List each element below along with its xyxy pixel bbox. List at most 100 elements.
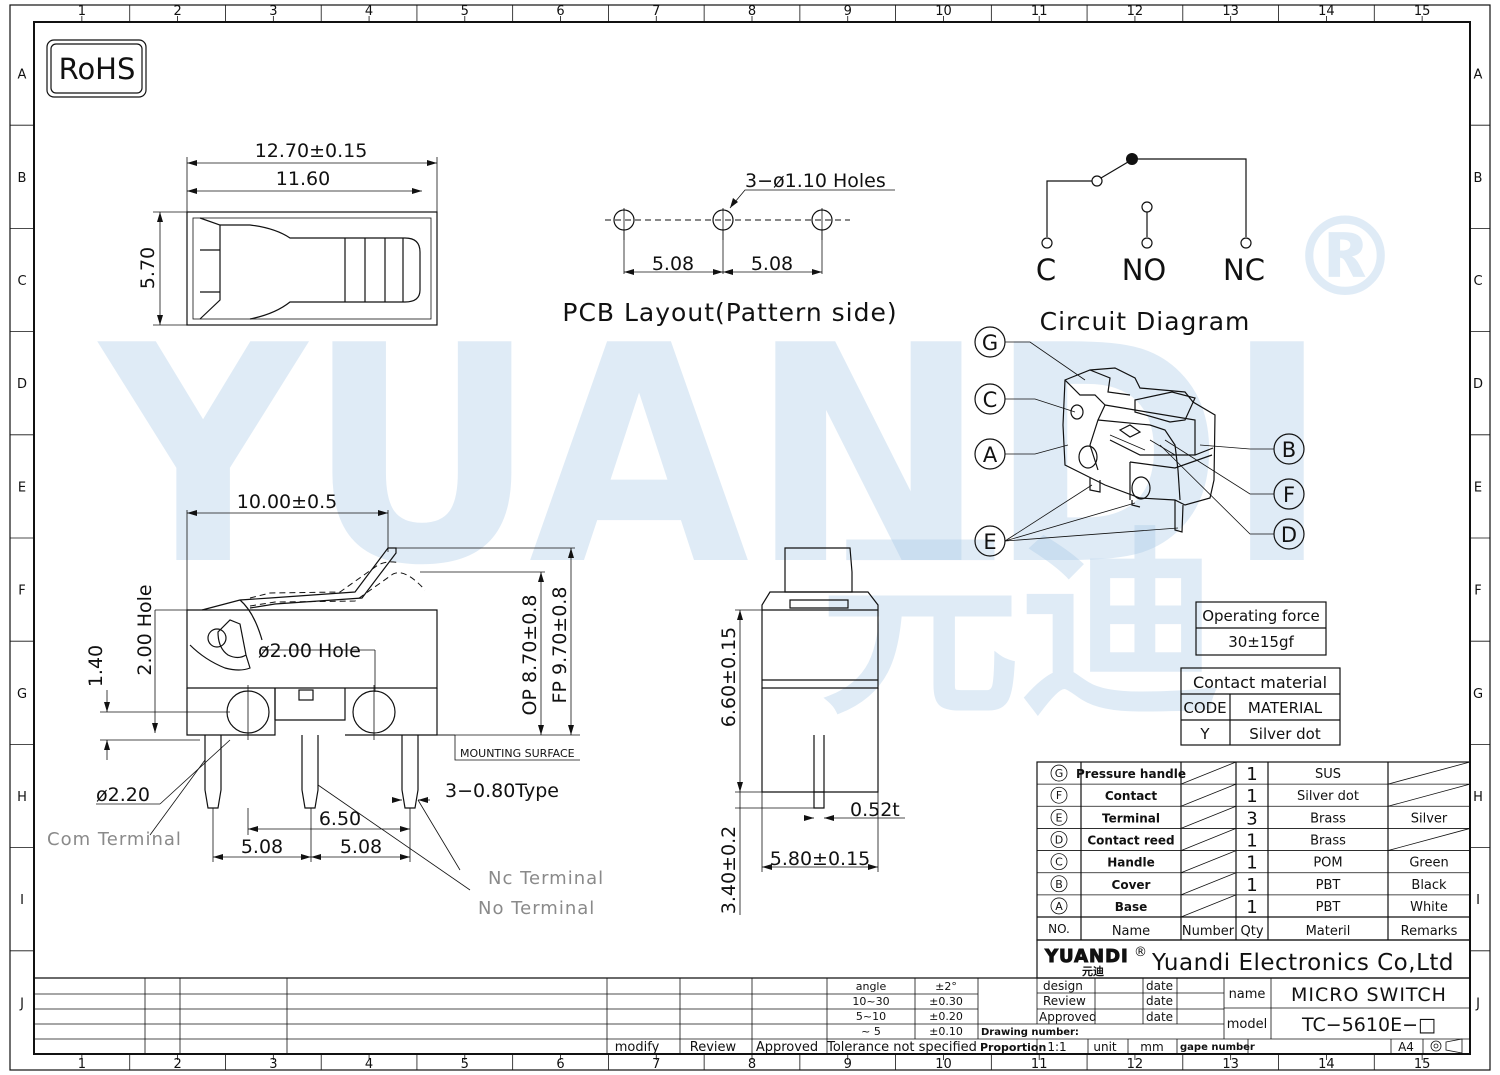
dim-3-40: 3.40±0.2: [718, 826, 740, 914]
grid-row-label: C: [17, 274, 26, 289]
bom-no: A: [1055, 900, 1063, 913]
bom-material: Brass: [1310, 811, 1346, 826]
contact-code-value: Y: [1199, 725, 1210, 743]
grid-col-label: 13: [1222, 1057, 1239, 1072]
watermark-chinese: 元迪: [820, 510, 1220, 743]
contact-material-table: Contact material CODE MATERIAL Y Silver …: [1180, 667, 1341, 746]
grid-col-label: 6: [556, 1057, 564, 1072]
callout-a: A: [983, 443, 998, 467]
bom-no: F: [1056, 789, 1062, 802]
grid-col-label: 4: [365, 1057, 373, 1072]
bom-name: Terminal: [1102, 811, 1160, 825]
grid-col-label: 7: [652, 4, 660, 19]
bom-name: Contact reed: [1087, 834, 1174, 848]
grid-col-label: 12: [1127, 1057, 1144, 1072]
isometric-view: [1062, 367, 1216, 533]
dim-free-position: FP 9.70±0.8: [549, 587, 571, 704]
grid-col-label: 1: [78, 4, 86, 19]
bom-header-material: Materil: [1306, 924, 1351, 939]
grid-row-label: J: [19, 996, 24, 1011]
grid-col-label: 7: [652, 1057, 660, 1072]
grid-col-label: 8: [748, 1057, 756, 1072]
mounting-surface-label: MOUNTING SURFACE: [460, 747, 575, 760]
grid-row-label: F: [18, 584, 25, 599]
grid-row-label: B: [18, 171, 27, 186]
bom-qty: 3: [1246, 808, 1257, 829]
grid-col-label: 13: [1222, 4, 1239, 19]
tb-drawing-number: Drawing number:: [981, 1027, 1079, 1038]
iso-callouts: G C A B F D E: [974, 326, 1305, 557]
dim-overall-length: 12.70±0.15: [255, 140, 368, 162]
grid-col-label: 9: [844, 4, 852, 19]
tb-review-date: date: [1146, 994, 1173, 1008]
bom-remarks: Green: [1409, 856, 1448, 871]
grid-col-label: 14: [1318, 1057, 1335, 1072]
tb-review: Review: [1043, 994, 1086, 1008]
tolerance-value: ±2°: [935, 980, 957, 993]
grid-col-label: 14: [1318, 4, 1335, 19]
front-view: 6.60±0.15 3.40±0.2 0.52t 5.80±0.15: [718, 547, 905, 915]
grid-col-label: 11: [1031, 1057, 1048, 1072]
dim-height: 5.70: [137, 247, 159, 289]
grid-row-label: H: [1473, 790, 1483, 805]
dim-pitch-left: 5.08: [241, 836, 283, 858]
bom-header-qty: Qty: [1240, 924, 1263, 939]
tolerance-range: ~ 5: [861, 1025, 881, 1038]
contact-material-title: Contact material: [1193, 673, 1327, 692]
grid-col-label: 11: [1031, 4, 1048, 19]
callout-g: G: [982, 331, 998, 355]
callout-f: F: [1283, 483, 1295, 507]
bom-name: Pressure handle: [1076, 767, 1186, 781]
company-logo: YUANDI: [1044, 946, 1129, 967]
company-logo-cn: 元迪: [1082, 964, 1104, 978]
dim-5-80: 5.80±0.15: [770, 848, 871, 870]
bom-header-remarks: Remarks: [1401, 924, 1458, 939]
bom-no-circle: [1050, 875, 1068, 893]
watermark-registered: ®: [1290, 193, 1400, 321]
bom-material: Silver dot: [1297, 789, 1359, 804]
grid-col-label: 10: [935, 4, 952, 19]
bom-material: SUS: [1315, 767, 1341, 782]
bom-no: C: [1055, 856, 1063, 869]
dim-lever-length: 10.00±0.5: [237, 491, 338, 513]
dim-hole-height: 2.00 Hole: [134, 584, 156, 675]
grid-row-label: E: [1474, 480, 1482, 495]
callout-b: B: [1282, 438, 1296, 462]
tolerance-range: 10~30: [852, 995, 889, 1008]
bom-no-circle: [1050, 764, 1068, 782]
circuit-label-no: NO: [1122, 253, 1167, 287]
dim-pitch-right: 5.08: [340, 836, 382, 858]
tb-name-value: MICRO SWITCH: [1291, 984, 1447, 1006]
bom-qty: 1: [1246, 897, 1257, 918]
company-block: YUANDI 元迪 ® Yuandi Electronics Co,Ltd: [1036, 939, 1471, 979]
contact-material-value: Silver dot: [1249, 725, 1321, 743]
bom-material: PBT: [1316, 878, 1341, 893]
no-terminal-label: No Terminal: [478, 898, 595, 919]
dim-2-20: ø2.20: [96, 784, 150, 806]
grid-row-label: G: [1473, 687, 1483, 702]
tolerance-value: ±0.20: [929, 1010, 963, 1023]
contact-code-header: CODE: [1183, 699, 1226, 717]
grid-col-label: 3: [269, 1057, 277, 1072]
tolerance-value: ±0.30: [929, 995, 963, 1008]
dim-6-50: 6.50: [319, 808, 361, 830]
grid-col-label: 12: [1127, 4, 1144, 19]
bom-qty: 1: [1246, 786, 1257, 807]
grid-labels: 1122334455667788991010111112121313141415…: [10, 4, 1490, 1072]
bom-no-circle: [1050, 853, 1068, 871]
circuit-label-nc: NC: [1223, 253, 1265, 287]
bom-material: Brass: [1310, 834, 1346, 849]
callout-d: D: [1281, 523, 1297, 547]
tb-design-date: date: [1146, 979, 1173, 993]
grid-col-label: 5: [461, 1057, 469, 1072]
grid-col-label: 15: [1414, 1057, 1431, 1072]
grid-row-label: A: [18, 68, 27, 83]
contact-material-header: MATERIAL: [1248, 699, 1323, 717]
dim-0-52: 0.52t: [850, 799, 900, 821]
bom-no-circle: [1050, 786, 1068, 804]
revision-approved: Approved: [756, 1040, 818, 1055]
bom-header-number: Number: [1182, 924, 1235, 939]
bom-qty: 1: [1246, 853, 1257, 874]
side-view: 10.00±0.5 MOUNTING SURFACE 2.00 Hole 1.4…: [47, 491, 603, 919]
